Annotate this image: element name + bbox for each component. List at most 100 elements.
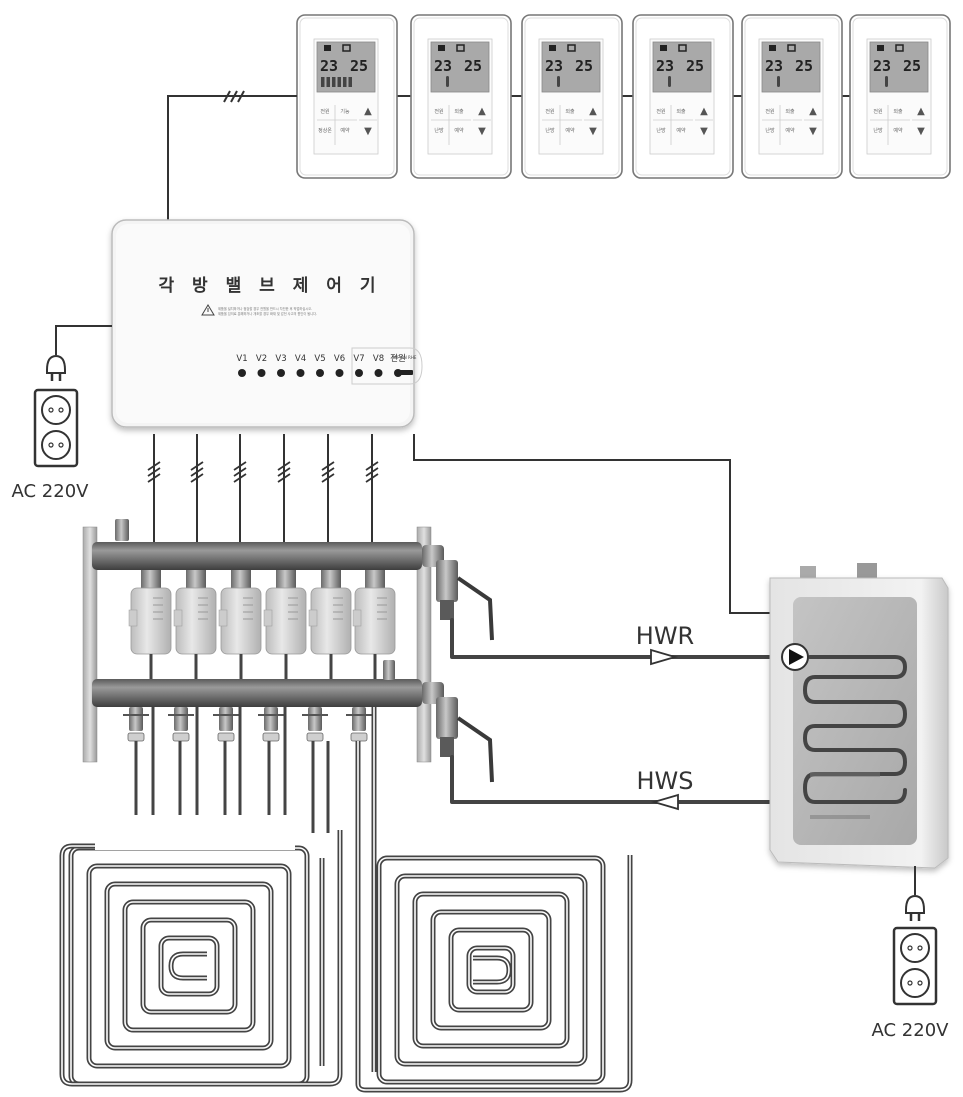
return-label: HWR <box>636 622 694 650</box>
thermostat-button[interactable]: 전원 <box>434 108 444 115</box>
cable-hash-mark <box>190 473 204 483</box>
down-arrow-icon[interactable]: ▼ <box>917 126 925 137</box>
cable-hash-mark <box>190 461 204 471</box>
lcd-mode-icon <box>456 44 465 52</box>
plug-icon <box>46 354 66 381</box>
thermostat-button[interactable]: 난방 <box>656 127 666 134</box>
supply-flow-line: HWS <box>450 755 792 811</box>
channel-label: V5 <box>314 354 325 364</box>
loop-valve <box>346 707 372 742</box>
thermostat-button[interactable]: 예약 <box>340 127 350 134</box>
manifold <box>82 519 494 815</box>
heat-exchanger-coil-icon <box>803 655 907 804</box>
lcd-mode-icon <box>438 45 445 51</box>
cable-hash-mark <box>321 473 335 483</box>
loop-valve <box>258 707 284 742</box>
channel-led <box>374 369 383 377</box>
return-arrow-icon <box>650 648 679 666</box>
channel-led <box>335 369 344 377</box>
lcd-mode-icon <box>342 44 351 52</box>
current-temp: 23 <box>656 57 674 75</box>
thermometer-icon <box>885 76 888 87</box>
boiler-pipe-stub <box>857 563 877 578</box>
channel-label: V3 <box>275 354 286 364</box>
thermostat-button[interactable]: 전원 <box>320 108 330 115</box>
up-arrow-icon[interactable]: ▲ <box>917 106 925 117</box>
down-arrow-icon[interactable]: ▼ <box>700 126 708 137</box>
loop-gap <box>95 836 295 850</box>
up-arrow-icon[interactable]: ▲ <box>478 106 486 117</box>
pump-icon <box>781 643 809 671</box>
thermostat-button[interactable]: 외출 <box>454 108 464 115</box>
supply-arrow-icon <box>650 793 679 811</box>
thermostat-button[interactable]: 외출 <box>565 108 575 115</box>
cable-hash-mark <box>233 473 247 483</box>
return-header-pipe <box>92 542 422 570</box>
thermostat-button[interactable]: 전원 <box>656 108 666 115</box>
thermostat-button[interactable]: 외출 <box>676 108 686 115</box>
current-temp: 23 <box>545 57 563 75</box>
channel-label: V4 <box>295 354 306 364</box>
valve-controller <box>111 219 415 428</box>
zone-indicator <box>321 77 325 87</box>
zone-indicator <box>326 77 330 87</box>
lcd-mode-icon <box>678 44 687 52</box>
thermostat-button[interactable]: 전원 <box>545 108 555 115</box>
cable-hash-mark <box>321 467 335 477</box>
channel-led <box>296 369 305 377</box>
down-arrow-icon[interactable]: ▼ <box>478 126 486 137</box>
thermostat-button[interactable]: 난방 <box>545 127 555 134</box>
floor-heating-loop <box>68 845 310 1087</box>
power-switch[interactable] <box>397 370 413 375</box>
cable-hash-mark <box>277 461 291 471</box>
loop-valve <box>213 707 239 742</box>
down-arrow-icon[interactable]: ▼ <box>364 126 372 137</box>
lcd-mode-icon <box>787 44 796 52</box>
up-arrow-icon[interactable]: ▲ <box>589 106 597 117</box>
thermostat-button[interactable]: 난방 <box>873 127 883 134</box>
cable-hash-mark <box>321 461 335 471</box>
thermostat-button[interactable]: 외출 <box>785 108 795 115</box>
thermostat-button[interactable]: 예약 <box>565 127 575 134</box>
thermostat-button[interactable]: 예약 <box>893 127 903 134</box>
channel-led <box>355 369 363 377</box>
current-temp: 23 <box>765 57 783 75</box>
channel-label: V7 <box>353 354 364 364</box>
valve-actuator <box>218 570 262 679</box>
cable-hash-mark <box>233 461 247 471</box>
valve-actuator <box>128 570 172 679</box>
up-arrow-icon[interactable]: ▲ <box>700 106 708 117</box>
plug-icon <box>905 894 925 921</box>
thermostat-button[interactable]: 난방 <box>765 127 775 134</box>
thermostat-button[interactable]: 예약 <box>676 127 686 134</box>
left-power-supply: AC 220V <box>12 325 112 502</box>
down-arrow-icon[interactable]: ▼ <box>809 126 817 137</box>
thermostat-button[interactable]: 전원 <box>765 108 775 115</box>
loop-valve <box>302 707 328 742</box>
thermostat-button[interactable]: 외출 <box>893 108 903 115</box>
thermostat-button[interactable]: 전원 <box>873 108 883 115</box>
return-ball-valve <box>422 545 494 641</box>
air-vent-right <box>383 660 395 680</box>
thermostat-button[interactable]: 난방 <box>434 127 444 134</box>
right-power-supply: AC 220V <box>872 866 949 1041</box>
thermostat-button[interactable]: 예약 <box>785 127 795 134</box>
down-arrow-icon[interactable]: ▼ <box>589 126 597 137</box>
up-arrow-icon[interactable]: ▲ <box>364 106 372 117</box>
channel-label: V8 <box>373 354 384 364</box>
up-arrow-icon[interactable]: ▲ <box>809 106 817 117</box>
lcd-mode-icon <box>324 45 331 51</box>
thermostat-button[interactable]: 예약 <box>454 127 464 134</box>
thermostat-button[interactable]: 기능 <box>340 108 350 115</box>
boiler-front-panel <box>793 597 917 845</box>
controller-to-thermostat-wire <box>167 90 297 233</box>
thermostat-button[interactable]: 정상온 <box>318 127 332 134</box>
